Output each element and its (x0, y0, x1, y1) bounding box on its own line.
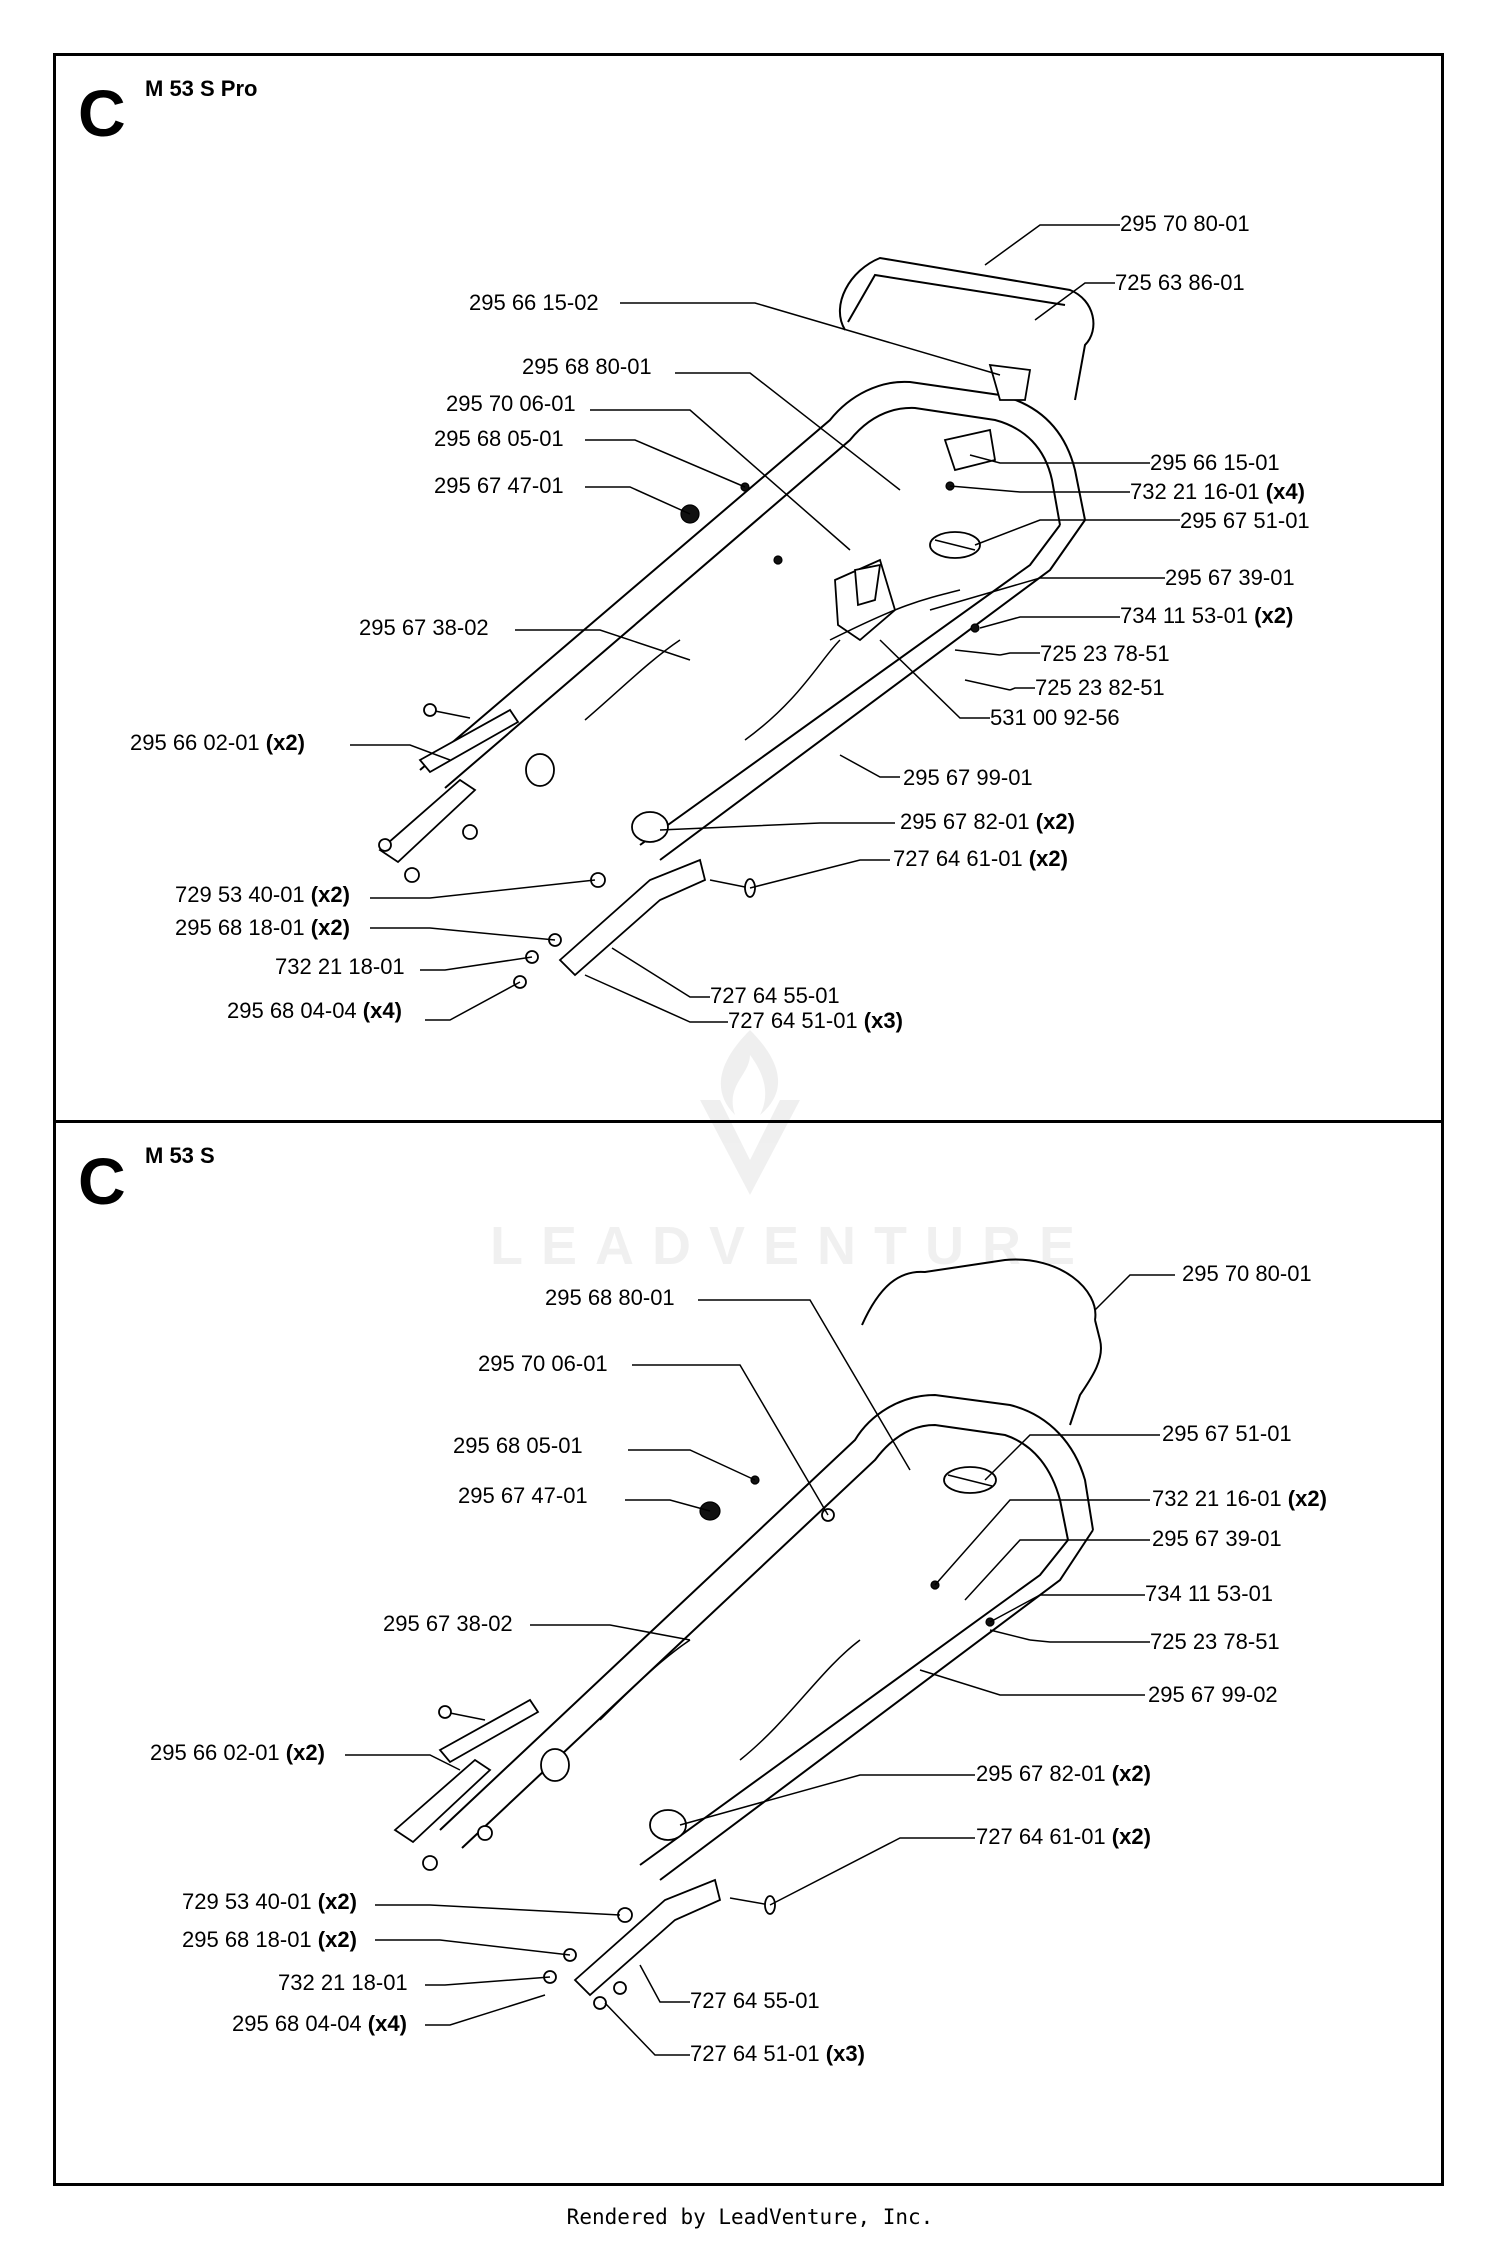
part-callout: 732 21 16-01 (x2) (1152, 1486, 1327, 1511)
part-callout: 727 64 51-01 (x3) (690, 2041, 865, 2066)
panel-letter: C (78, 76, 126, 150)
part-callout: 295 68 80-01 (522, 354, 652, 379)
part-callout: 734 11 53-01 (1145, 1581, 1274, 1606)
part-callout: 295 67 51-01 (1180, 508, 1310, 533)
part-callout: 727 64 61-01 (x2) (976, 1824, 1151, 1849)
part-callout: 295 70 80-01 (1120, 211, 1250, 236)
part-callout: 295 68 05-01 (434, 426, 564, 451)
part-callout: 729 53 40-01 (x2) (182, 1889, 357, 1914)
part-callout: 295 67 47-01 (458, 1483, 588, 1508)
part-callout: 295 68 18-01 (x2) (175, 915, 350, 940)
part-callout: 295 67 99-01 (903, 765, 1033, 790)
part-callout: 295 67 82-01 (x2) (976, 1761, 1151, 1786)
part-callout: 295 67 38-02 (383, 1611, 513, 1636)
part-callout: 531 00 92-56 (990, 705, 1120, 730)
part-callout: 295 68 04-04 (x4) (227, 998, 402, 1023)
bottom-handle-assembly (393, 1258, 1102, 2010)
diagram-frame (53, 53, 1444, 2186)
part-callout: 295 67 99-02 (1148, 1682, 1278, 1707)
part-callout: 725 63 86-01 (1115, 270, 1245, 295)
watermark: LEADVENTURE (490, 1216, 1094, 1276)
watermark-logo (700, 1030, 800, 1195)
top-handle-assembly (378, 256, 1095, 989)
part-callout: 727 64 55-01 (710, 983, 840, 1008)
part-callout: 727 64 51-01 (x3) (728, 1008, 903, 1033)
part-callout: 295 68 80-01 (545, 1285, 675, 1310)
part-callout: 734 11 53-01 (x2) (1120, 603, 1294, 628)
part-callout: 295 70 06-01 (478, 1351, 608, 1376)
part-callout: 725 23 82-51 (1035, 675, 1165, 700)
part-callout: 295 67 39-01 (1165, 565, 1295, 590)
part-callout: 732 21 16-01 (x4) (1130, 479, 1305, 504)
part-callout: 725 23 78-51 (1150, 1629, 1280, 1654)
part-callout: 727 64 55-01 (690, 1988, 820, 2013)
part-callout: 295 66 15-02 (469, 290, 599, 315)
part-callout: 725 23 78-51 (1040, 641, 1170, 666)
bottom-leader-lines (345, 1274, 1175, 2056)
footer-credit: Rendered by LeadVenture, Inc. (566, 2205, 934, 2229)
part-callout: 729 53 40-01 (x2) (175, 882, 350, 907)
part-callout: 295 66 02-01 (x2) (130, 730, 305, 755)
part-callout: 295 66 15-01 (1150, 450, 1280, 475)
part-callout: 295 68 04-04 (x4) (232, 2011, 407, 2036)
part-callout: 295 66 02-01 (x2) (150, 1740, 325, 1765)
panel-model: M 53 S (145, 1143, 215, 1168)
panel-model: M 53 S Pro (145, 76, 258, 101)
part-callout: 732 21 18-01 (275, 954, 405, 979)
part-callout: 295 67 82-01 (x2) (900, 809, 1075, 834)
part-callout: 295 67 51-01 (1162, 1421, 1292, 1446)
part-callout: 295 70 80-01 (1182, 1261, 1312, 1286)
part-callout: 295 68 18-01 (x2) (182, 1927, 357, 1952)
part-callout: 295 67 38-02 (359, 615, 489, 640)
part-callout: 732 21 18-01 (278, 1970, 408, 1995)
panel-letter: C (78, 1144, 126, 1218)
part-callout: 295 70 06-01 (446, 391, 576, 416)
panel-divider (53, 1120, 1444, 1123)
top-leader-lines (350, 224, 1180, 1023)
part-callout: 295 67 47-01 (434, 473, 564, 498)
part-callout: 295 67 39-01 (1152, 1526, 1282, 1551)
part-callout: 727 64 61-01 (x2) (893, 846, 1068, 871)
part-callout: 295 68 05-01 (453, 1433, 583, 1458)
